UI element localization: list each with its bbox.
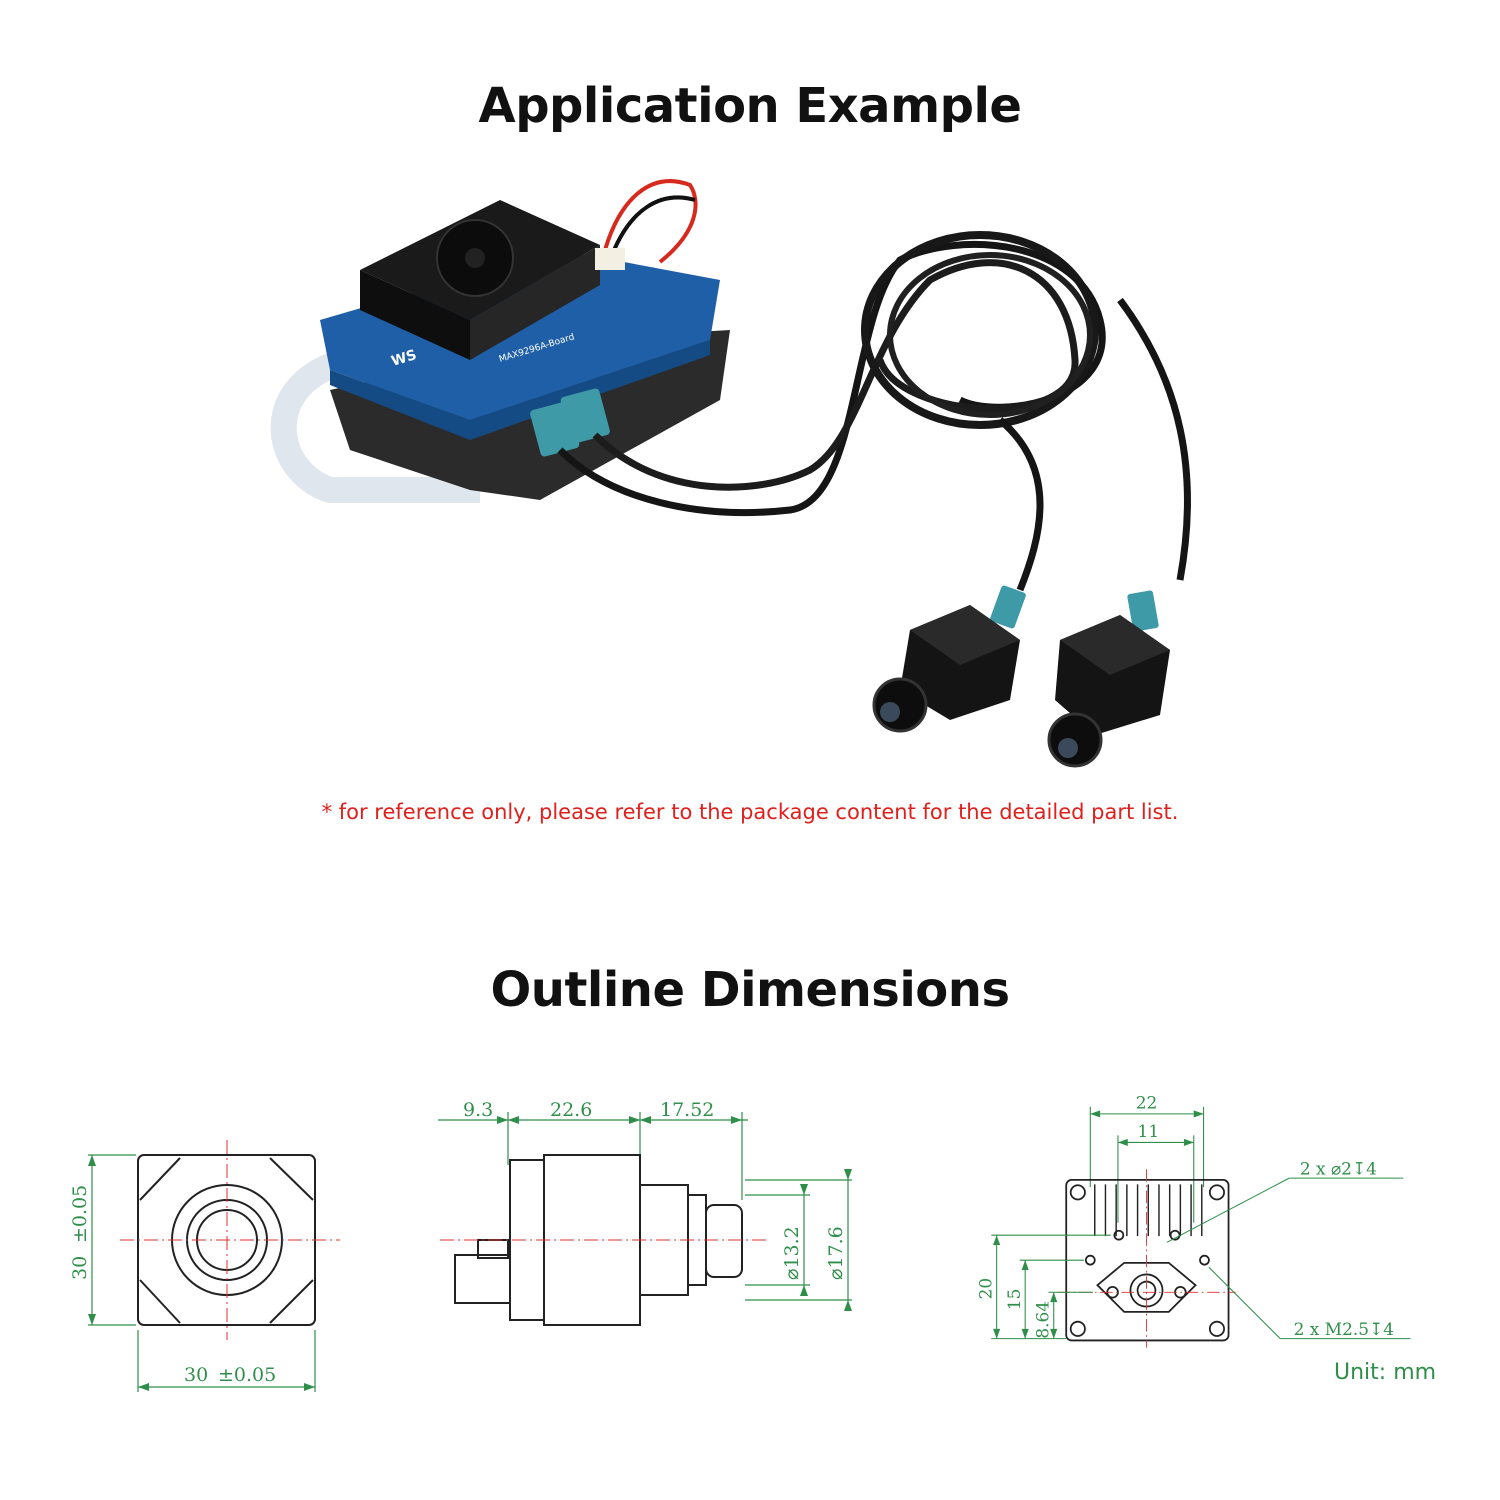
hole-note-a: 2 x ⌀2↧4 — [1300, 1159, 1377, 1179]
back-height-b: 15 — [1004, 1289, 1024, 1311]
side-len-b: 22.6 — [550, 1099, 592, 1121]
camera-module-2 — [1047, 615, 1170, 768]
front-height-tol: ±0.05 — [69, 1185, 91, 1243]
outline-dimensions-title: Outline Dimensions — [490, 962, 1010, 1018]
side-len-c: 17.52 — [660, 1099, 714, 1121]
front-view-drawing: 30 ±0.05 30 ±0.05 — [69, 1140, 340, 1392]
back-width-inner: 11 — [1138, 1121, 1160, 1141]
side-dia-a: ⌀13.2 — [781, 1226, 803, 1280]
cable-coil — [861, 231, 1099, 429]
heatsink-fins — [1094, 1184, 1203, 1237]
power-wire-black — [610, 195, 696, 256]
unit-label: Unit: mm — [1334, 1360, 1437, 1385]
application-photo: MAX9296A-Board WS — [270, 179, 1191, 768]
ribbon-cable — [270, 347, 480, 503]
front-width-dim: 30 — [184, 1364, 208, 1386]
power-wire-red — [603, 179, 698, 264]
back-width-outer: 22 — [1136, 1093, 1158, 1113]
back-height-c: 8.64 — [1032, 1301, 1052, 1339]
reference-note: * for reference only, please refer to th… — [321, 800, 1179, 824]
board-logo: WS — [389, 347, 418, 370]
camera-module-1 — [872, 605, 1020, 733]
hole-note-b: 2 x M2.5↧4 — [1294, 1319, 1394, 1339]
back-view-drawing: 22 11 20 15 8.64 2 x ⌀2↧4 2 x M2.5↧4 — [975, 1093, 1411, 1348]
side-len-a: 9.3 — [463, 1099, 493, 1121]
coax-cable-2 — [592, 259, 1079, 491]
application-example-title: Application Example — [478, 78, 1022, 134]
fakra-connector-2 — [560, 388, 610, 444]
front-width-tol: ±0.05 — [218, 1364, 276, 1386]
side-view-drawing: 9.3 22.6 17.52 ⌀13.2 ⌀17.6 — [438, 1099, 852, 1326]
back-height-a: 20 — [975, 1278, 995, 1300]
front-height-dim: 30 — [69, 1256, 91, 1280]
side-dia-b: ⌀17.6 — [825, 1226, 847, 1280]
